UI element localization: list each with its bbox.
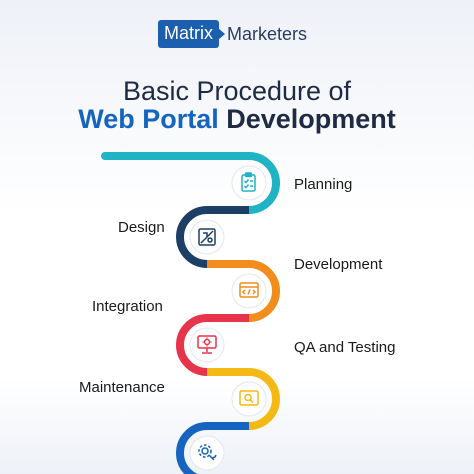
title-accent: Web Portal bbox=[78, 104, 219, 134]
segment-development bbox=[207, 260, 280, 322]
design-tools-icon bbox=[198, 228, 216, 246]
segment-maintenance bbox=[176, 422, 249, 474]
monitor-gear-icon bbox=[197, 335, 217, 354]
logo-text: Marketers bbox=[227, 23, 308, 44]
step-label-design: Design bbox=[118, 219, 165, 236]
segment-planning bbox=[101, 152, 280, 214]
code-window-icon bbox=[239, 282, 259, 298]
segment-qa-testing bbox=[207, 368, 280, 430]
step-qa-testing-node bbox=[231, 381, 267, 417]
step-development-node bbox=[231, 273, 267, 309]
segment-design bbox=[176, 206, 249, 268]
segment-integration bbox=[176, 314, 249, 376]
step-integration-node bbox=[189, 327, 225, 363]
step-label-integration: Integration bbox=[92, 298, 163, 315]
step-maintenance-node bbox=[189, 435, 225, 471]
brand-logo: Matrix Marketers bbox=[158, 20, 307, 48]
step-label-planning: Planning bbox=[294, 176, 353, 193]
title-line-1: Basic Procedure of bbox=[122, 76, 352, 106]
step-label-development: Development bbox=[294, 256, 383, 273]
step-planning-node bbox=[231, 165, 267, 201]
logo-boxed-text: Matrix bbox=[158, 20, 219, 48]
wrench-gear-icon bbox=[198, 444, 217, 461]
search-screen-icon bbox=[239, 390, 259, 406]
step-label-maintenance: Maintenance bbox=[79, 379, 165, 396]
clipboard-checklist-icon bbox=[241, 172, 256, 192]
title-line-2: Web Portal Development bbox=[0, 104, 474, 135]
step-label-qa-testing: QA and Testing bbox=[294, 339, 396, 356]
step-design-node bbox=[189, 219, 225, 255]
title-rest: Development bbox=[226, 104, 396, 134]
